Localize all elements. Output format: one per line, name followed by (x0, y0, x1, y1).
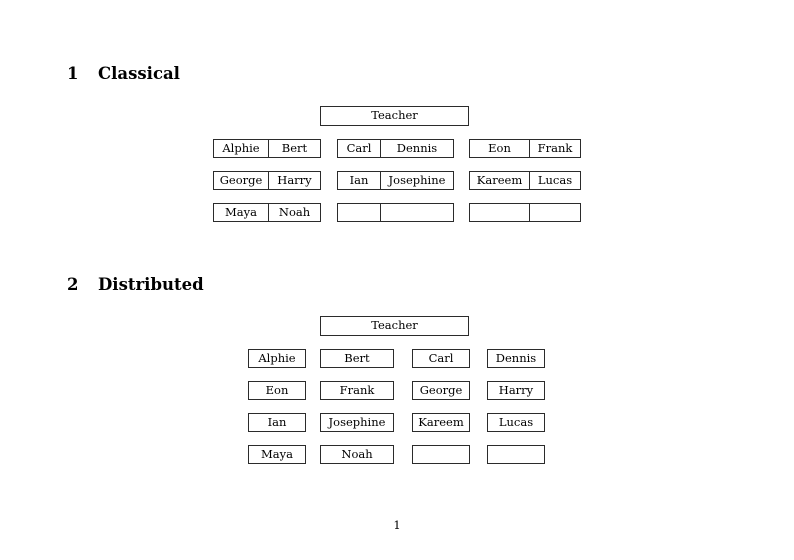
table-cell[interactable]: Noah (268, 204, 320, 221)
table-cell[interactable]: Josephine (380, 172, 453, 189)
page-number: 1 (393, 518, 401, 532)
table-cell[interactable]: George (412, 381, 470, 400)
section-title: Classical (98, 64, 180, 83)
table-cell[interactable]: Ian (248, 413, 306, 432)
table-row[interactable]: Eon Frank (469, 139, 581, 158)
table-cell[interactable]: Frank (529, 140, 580, 157)
table-row-empty[interactable] (337, 203, 454, 222)
table-cell-empty[interactable] (380, 204, 453, 221)
table-row[interactable]: Carl Dennis (337, 139, 454, 158)
table-cell[interactable]: Kareem (412, 413, 470, 432)
table-cell[interactable]: Harry (487, 381, 545, 400)
table-cell[interactable]: Alphie (248, 349, 306, 368)
table-row[interactable]: Ian Josephine (337, 171, 454, 190)
table-cell[interactable]: Ian (349, 172, 369, 187)
table-cell-empty[interactable] (470, 204, 529, 221)
table-cell[interactable]: Alphie (222, 140, 260, 155)
table-cell[interactable]: Noah (320, 445, 394, 464)
teacher-box-classical[interactable]: Teacher (320, 106, 469, 126)
table-cell[interactable]: Lucas (487, 413, 545, 432)
table-cell[interactable]: Eon (488, 140, 511, 155)
table-cell[interactable]: Bert (320, 349, 394, 368)
table-cell[interactable]: Josephine (320, 413, 394, 432)
table-cell-empty[interactable] (338, 204, 380, 221)
table-cell[interactable]: Maya (225, 204, 257, 219)
section-number: 2 (67, 275, 79, 294)
section-number: 1 (67, 64, 79, 83)
table-cell[interactable]: Carl (412, 349, 470, 368)
table-cell[interactable]: Eon (248, 381, 306, 400)
table-cell[interactable]: Dennis (487, 349, 545, 368)
teacher-box-distributed[interactable]: Teacher (320, 316, 469, 336)
table-cell[interactable]: Maya (248, 445, 306, 464)
table-cell[interactable]: George (219, 172, 263, 187)
table-cell[interactable]: Harry (268, 172, 320, 189)
table-cell-empty[interactable] (487, 445, 545, 464)
section-heading-distributed: 2 Distributed (67, 275, 204, 294)
table-cell-empty[interactable] (529, 204, 580, 221)
table-cell[interactable]: Bert (268, 140, 320, 157)
table-row[interactable]: Alphie Bert (213, 139, 321, 158)
table-row[interactable]: Maya Noah (213, 203, 321, 222)
table-cell[interactable]: Carl (346, 140, 372, 155)
table-cell[interactable]: Frank (320, 381, 394, 400)
table-cell[interactable]: Dennis (380, 140, 453, 157)
table-cell[interactable]: Kareem (476, 172, 523, 187)
section-title: Distributed (98, 275, 204, 294)
table-row-empty[interactable] (469, 203, 581, 222)
table-cell-empty[interactable] (412, 445, 470, 464)
table-cell[interactable]: Lucas (529, 172, 580, 189)
section-heading-classical: 1 Classical (67, 64, 180, 83)
table-row[interactable]: George Harry (213, 171, 321, 190)
table-row[interactable]: Kareem Lucas (469, 171, 581, 190)
